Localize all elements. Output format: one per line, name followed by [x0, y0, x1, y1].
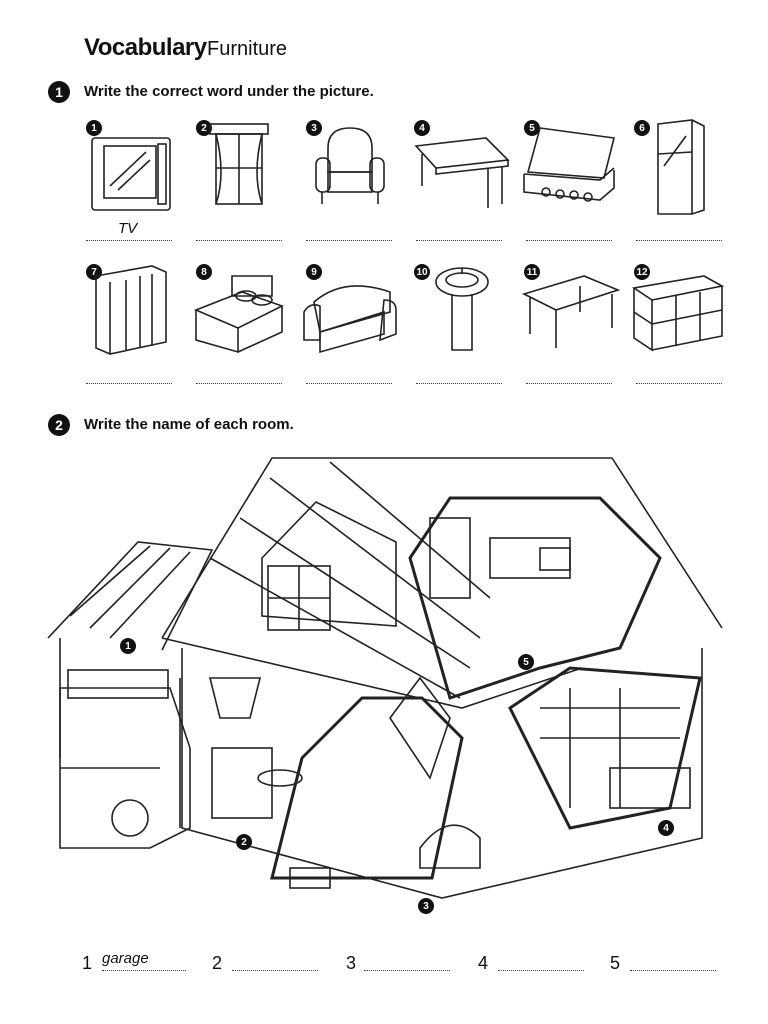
- item-number: 2: [196, 120, 212, 136]
- washbasin-picture: [435, 267, 489, 351]
- item-number: 3: [306, 120, 322, 136]
- answer-line[interactable]: [86, 383, 172, 384]
- bath-picture: [631, 275, 725, 352]
- bed-picture: [193, 275, 285, 354]
- answer-line[interactable]: [636, 240, 722, 241]
- room-answer-number: 3: [346, 953, 357, 973]
- item-number: 8: [196, 264, 212, 280]
- table-picture: [521, 275, 620, 348]
- answer-line[interactable]: [526, 240, 612, 241]
- item-number: 5: [524, 120, 540, 136]
- room-answer-line[interactable]: [232, 970, 318, 971]
- answer-line[interactable]: [196, 383, 282, 384]
- room-marker: 3: [418, 898, 434, 914]
- worksheet-title: Vocabulary: [84, 34, 207, 61]
- house-cutaway-illustration: [47, 457, 723, 899]
- cooker-picture: [523, 127, 615, 202]
- item-number: 6: [634, 120, 650, 136]
- tv-picture: [91, 137, 171, 211]
- room-answer-number: 2: [212, 953, 223, 973]
- desk-picture: [414, 137, 510, 208]
- answer-line[interactable]: [306, 240, 392, 241]
- room-marker: 4: [658, 820, 674, 836]
- answer-text: TV: [118, 220, 138, 237]
- item-number: 12: [634, 264, 650, 280]
- room-answer-text: garage: [102, 950, 149, 967]
- armchair-picture: [315, 127, 385, 204]
- worksheet-subtitle: Furniture: [207, 38, 288, 60]
- fridge-picture: [657, 119, 705, 215]
- room-answer-line[interactable]: [364, 970, 450, 971]
- wardrobe-picture: [95, 265, 167, 355]
- item-number: 10: [414, 264, 430, 280]
- room-answer-number: 5: [610, 953, 621, 973]
- answer-line[interactable]: [416, 240, 502, 241]
- room-answer-line[interactable]: [498, 970, 584, 971]
- exercise-2-instruction: Write the name of each room.: [84, 416, 294, 433]
- room-answer-number: 1: [82, 953, 93, 973]
- sofa-picture: [303, 285, 397, 354]
- answer-line[interactable]: [306, 383, 392, 384]
- room-answer-line[interactable]: [630, 970, 716, 971]
- exercise-2-badge: 2: [48, 414, 70, 436]
- room-marker: 5: [518, 654, 534, 670]
- answer-line[interactable]: [526, 383, 612, 384]
- room-marker: 1: [120, 638, 136, 654]
- answer-line[interactable]: [196, 240, 282, 241]
- exercise-1-badge: 1: [48, 81, 70, 103]
- room-answer-number: 4: [478, 953, 489, 973]
- answer-line[interactable]: [86, 240, 172, 241]
- room-answer-line[interactable]: [102, 970, 186, 971]
- item-number: 11: [524, 264, 540, 280]
- answer-line[interactable]: [416, 383, 502, 384]
- item-number: 4: [414, 120, 430, 136]
- item-number: 9: [306, 264, 322, 280]
- answer-line[interactable]: [636, 383, 722, 384]
- exercise-1-instruction: Write the correct word under the picture…: [84, 83, 374, 100]
- room-marker: 2: [236, 834, 252, 850]
- item-number: 1: [86, 120, 102, 136]
- window-curtains-picture: [209, 123, 269, 205]
